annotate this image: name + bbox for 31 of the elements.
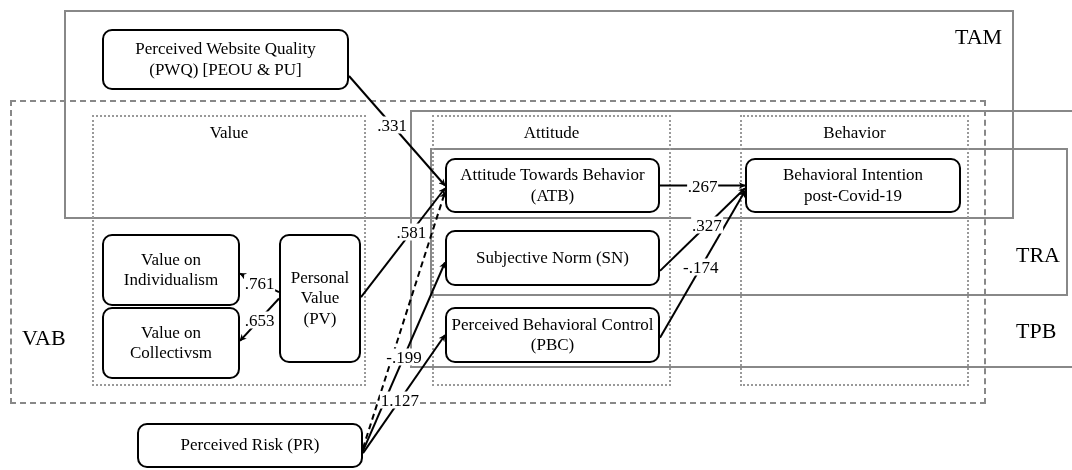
edge-label: -.174 bbox=[682, 258, 720, 276]
construct-box: Subjective Norm (SN) bbox=[445, 230, 660, 286]
arrow bbox=[362, 334, 446, 455]
panel-heading: Attitude bbox=[522, 123, 581, 143]
construct-box: Perceived Behavioral Control (PBC) bbox=[445, 307, 660, 363]
edge-label: .581 bbox=[395, 223, 428, 241]
construct-box: Perceived Risk (PR) bbox=[137, 423, 363, 468]
edge-label: -.199 bbox=[385, 348, 423, 366]
frame-label: TRA bbox=[1016, 242, 1060, 268]
edge-label: .761 bbox=[243, 274, 276, 292]
group-panel bbox=[432, 115, 671, 386]
frame-label: TAM bbox=[955, 24, 1003, 50]
frame-label: TPB bbox=[1016, 318, 1057, 344]
construct-box: Personal Value (PV) bbox=[279, 234, 361, 363]
frame-label: VAB bbox=[22, 325, 66, 351]
group-panel bbox=[740, 115, 969, 386]
construct-box: Attitude Towards Behavior (ATB) bbox=[445, 158, 660, 213]
construct-box: Behavioral Intention post-Covid-19 bbox=[745, 158, 961, 213]
group-panel bbox=[92, 115, 366, 386]
construct-box: Value on Collectivsm bbox=[102, 307, 240, 379]
panel-heading: Behavior bbox=[822, 123, 887, 143]
edge-label: .653 bbox=[243, 311, 276, 329]
construct-box: Perceived Website Quality (PWQ) [PEOU & PU] bbox=[102, 29, 349, 90]
panel-heading: Value bbox=[208, 123, 250, 143]
arrow bbox=[348, 74, 446, 187]
edge-label: .331 bbox=[376, 116, 409, 134]
edge-label: 1.127 bbox=[379, 391, 420, 409]
edge-label: .327 bbox=[690, 216, 723, 234]
arrow bbox=[362, 191, 447, 450]
construct-box: Value on Individualism bbox=[102, 234, 240, 306]
arrow bbox=[659, 190, 746, 339]
